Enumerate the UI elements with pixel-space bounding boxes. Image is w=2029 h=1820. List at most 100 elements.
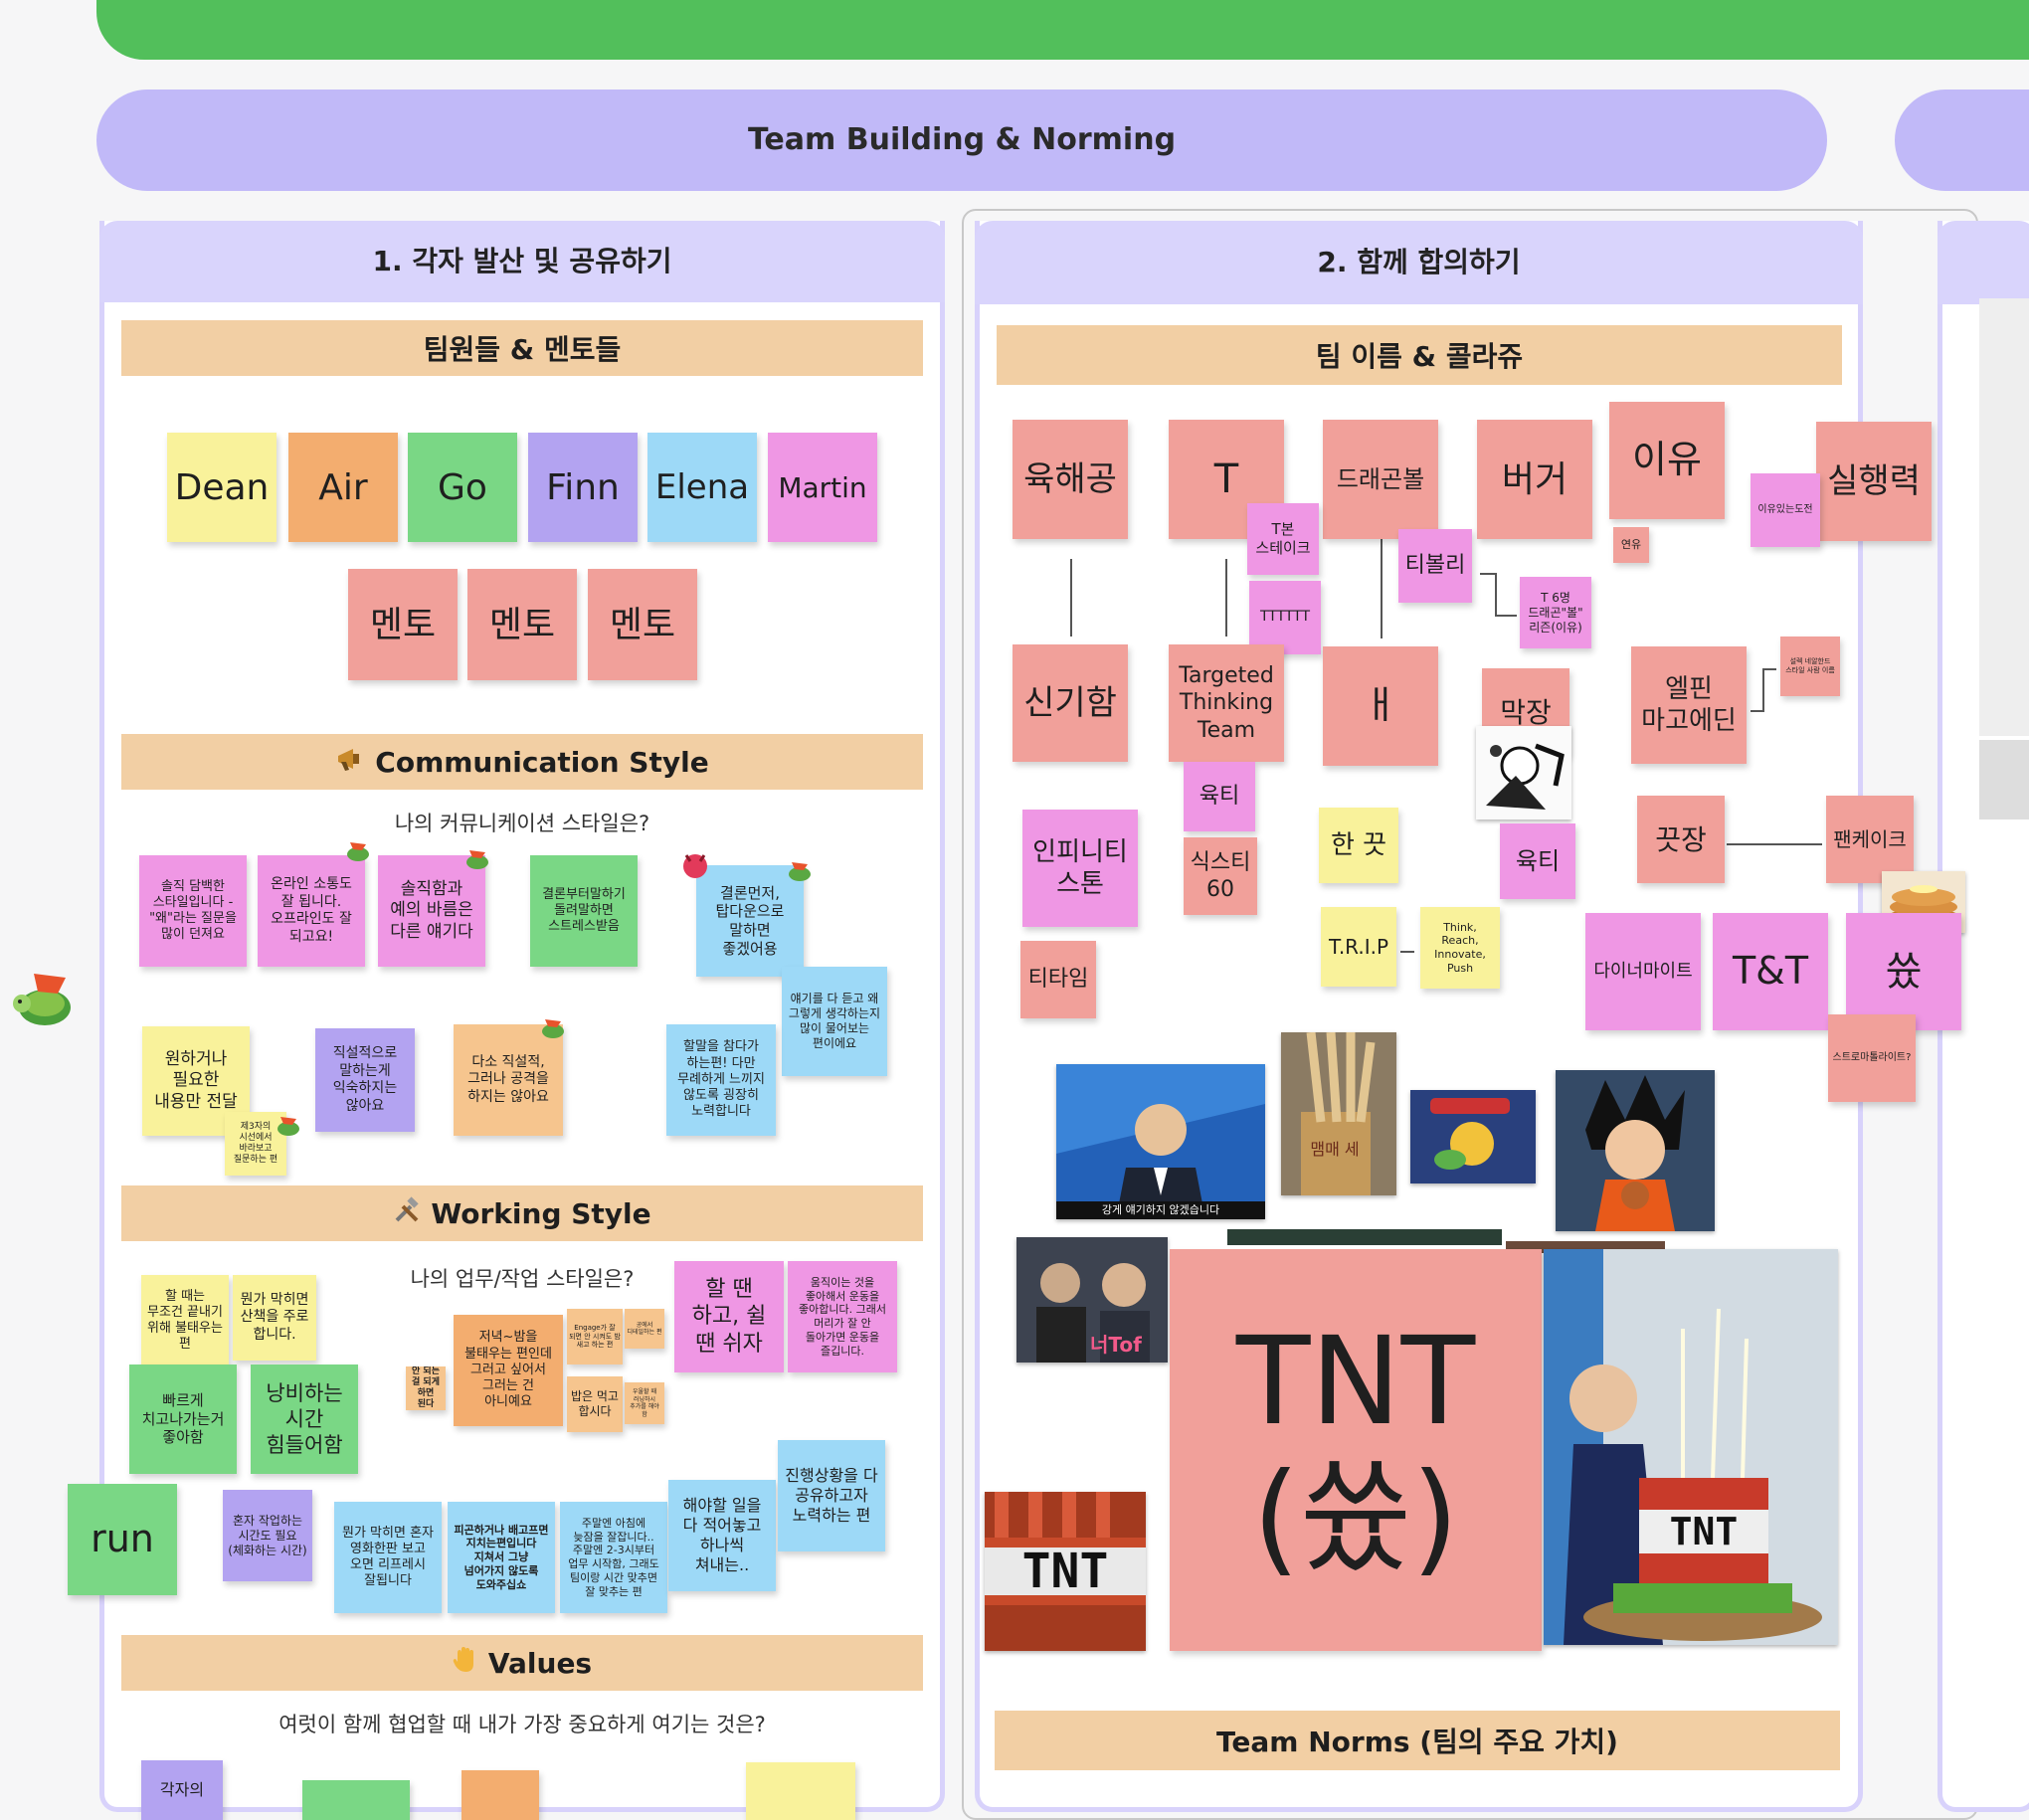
name-note-reason[interactable]: 이유 (1609, 402, 1725, 519)
connector-arrow (1400, 951, 1414, 953)
performer-caption: 너Tof (1090, 1333, 1142, 1357)
board-title-pill[interactable]: Team Building & Norming (96, 90, 1827, 191)
name-note-tbone[interactable]: T본 스테이크 (1247, 503, 1319, 575)
name-note-yukti2[interactable]: 육티 (1500, 823, 1575, 899)
comm-note-4[interactable]: 결론부터말하기 돌려말하면 스트레스받음 (530, 855, 638, 967)
name-note-hankkut[interactable]: 한 끗 (1319, 808, 1398, 883)
news-photo: 강게 얘기하지 않겠습니다 (1056, 1064, 1265, 1219)
member-note-go[interactable]: Go (408, 433, 517, 542)
values-note-4[interactable] (746, 1762, 855, 1820)
comm-note-5[interactable]: 결론먼저, 탑다운으로 말하면 좋겠어용 (696, 865, 804, 977)
work-note-8[interactable]: 피곤하거나 배고프면 지치는편입니다 지쳐서 그냥 넘어가지 않도록 도와주십쇼 (448, 1502, 555, 1613)
tools-icon (393, 1195, 421, 1231)
work-note-14[interactable]: 공에서 디테일하는 편 (625, 1309, 664, 1349)
goku-photo (1556, 1070, 1715, 1231)
name-note-tnt-and[interactable]: T&T (1713, 913, 1828, 1030)
hand-icon (453, 1646, 478, 1681)
work-note-19[interactable]: 움직이는 것을 좋아해서 운동을 좋아합니다. 그래서 머리가 잘 안 돌아가면… (788, 1261, 897, 1372)
work-note-4[interactable]: 낭비하는 시간 힘들어함 (251, 1365, 358, 1474)
values-band-label: Values (487, 1646, 593, 1680)
name-note-kkutjang[interactable]: 끗장 (1637, 796, 1725, 883)
values-band: Values (121, 1635, 923, 1691)
work-note-16[interactable]: 우울할 때 러닝하시 추가를 해야 함 (625, 1382, 664, 1424)
connector-arrow (1751, 710, 1764, 712)
name-note-trip-sub[interactable]: Think, Reach, Innovate, Push (1420, 907, 1500, 989)
comm-note-7[interactable]: 원하거나 필요한 내용만 전달 (142, 1026, 250, 1136)
communication-question: 나의 커뮤니케이션 스타일은? (394, 812, 650, 835)
work-note-10[interactable]: 해야할 일을 다 적어놓고 하나씩 쳐내는.. (668, 1480, 776, 1591)
work-note-18[interactable]: 할 땐 하고, 쉴 땐 쉬자 (674, 1261, 784, 1372)
name-note-yukhaegong[interactable]: 육해공 (1013, 420, 1128, 539)
news-caption: 강게 얘기하지 않겠습니다 (1101, 1203, 1220, 1216)
working-style-question: 나의 업무/작업 스타일은? (410, 1267, 635, 1291)
team-names-band: 팀 이름 & 콜라쥬 (997, 325, 1842, 385)
work-note-15[interactable]: 밥은 먹고 합시다 (567, 1376, 623, 1432)
work-note-6[interactable]: 혼자 작업하는 시간도 필요 (체화하는 시간) (223, 1490, 312, 1581)
comm-note-2[interactable]: 온라인 소통도 잘 됩니다. 오프라인도 잘 되고요! (258, 855, 365, 967)
work-note-12[interactable]: 저녁~밤을 불태우는 편인데 그러고 싶어서 그러는 건 아니예요 (454, 1315, 563, 1426)
comm-note-1[interactable]: 솔직 담백한 스타일입니다 - "왜"라는 질문을 많이 던져요 (139, 855, 247, 967)
values-note-3[interactable] (461, 1770, 539, 1820)
comm-note-8[interactable]: 제3자의 시선에서 바라보고 질문하는 편 (225, 1112, 286, 1176)
connector-arrow (1381, 537, 1383, 638)
name-note-sixty[interactable]: 식스티 60 (1184, 837, 1257, 915)
mentor-note-3[interactable]: 멘토 (588, 569, 697, 680)
connector-arrow (1762, 668, 1776, 670)
member-note-martin[interactable]: Martin (768, 433, 877, 542)
connector-arrow (1225, 559, 1227, 637)
name-note-action[interactable]: 실행력 (1816, 422, 1932, 541)
name-note-titime[interactable]: 티타임 (1020, 941, 1096, 1018)
work-note-3[interactable]: 빠르게 치고나가는거 좋아함 (129, 1365, 237, 1474)
board-title: Team Building & Norming (747, 122, 1177, 157)
name-note-yeonyu[interactable]: 연유 (1613, 527, 1649, 563)
member-note-dean[interactable]: Dean (167, 433, 277, 542)
turtle-sticker-icon (539, 1014, 567, 1040)
comm-note-3[interactable]: 솔직함과 예의 바름은 다른 얘기다 (378, 855, 485, 967)
name-note-dynamite[interactable]: 다이너마이트 (1585, 913, 1701, 1030)
name-note-strom[interactable]: 스트로마톨라이트? (1828, 1014, 1916, 1102)
name-note-tnt-big[interactable]: TNT (쓨) (1170, 1249, 1542, 1651)
work-note-2[interactable]: 뭔가 막히면 산책을 주로 합니다. (233, 1275, 316, 1361)
name-note-t6[interactable]: T 6명 드래곤"볼" 리즌(이유) (1520, 577, 1591, 648)
name-note-dragonball[interactable]: 드래곤볼 (1323, 420, 1438, 539)
comm-note-6[interactable]: 얘기를 다 듣고 왜 그렇게 생각하는지 많이 물어보는 편이에요 (782, 967, 887, 1076)
name-note-ttt[interactable]: Targeted Thinking Team (1169, 644, 1284, 762)
member-note-elena[interactable]: Elena (647, 433, 757, 542)
connector-arrow (1727, 843, 1822, 845)
name-note-pancake[interactable]: 팬케이크 (1826, 796, 1914, 883)
work-note-17[interactable]: 안 되는 걸 되게 하면 된다 (406, 1366, 446, 1410)
mentor-note-2[interactable]: 멘토 (467, 569, 577, 680)
name-note-tttttt[interactable]: TTTTTT (1249, 581, 1321, 654)
next-section-pill[interactable] (1895, 90, 2029, 191)
name-note-yukti[interactable]: 육티 (1184, 762, 1255, 831)
name-note-elpin[interactable]: 엘핀 마고에딘 (1631, 646, 1747, 764)
name-note-burger[interactable]: 버거 (1477, 420, 1592, 539)
tnt-block-photo: TNT (985, 1492, 1146, 1651)
name-note-trip[interactable]: T.R.I.P (1321, 907, 1396, 987)
comm-note-11[interactable]: 할말을 참다가 하는편! 다만 무례하게 느끼지 않도록 굉장히 노력합니다 (666, 1024, 776, 1136)
connector-arrow (1480, 573, 1496, 575)
values-note-1[interactable]: 각자의 (141, 1760, 223, 1820)
work-note-1[interactable]: 할 때는 무조건 끝내기 위해 불태우는 편 (141, 1275, 229, 1366)
work-note-13[interactable]: Engage가 잘 되면 안 시켜도 밤 새고 하는 편 (567, 1309, 623, 1365)
section2-title: 2. 함께 합의하기 (975, 221, 1863, 304)
name-note-ssot[interactable]: 쓨 (1846, 913, 1961, 1030)
work-note-9[interactable]: 주말엔 아침에 늦잠을 잘잡니다.. 주말엔 2-3시부터 업무 시작함, 그래… (560, 1502, 667, 1613)
name-note-infinity[interactable]: 인피니티 스톤 (1022, 810, 1138, 927)
work-note-7[interactable]: 뭔가 막히면 혼자 영화한판 보고 오면 리프레시 잘됩니다 (334, 1502, 442, 1613)
name-note-reason-small[interactable]: 이유있는도전 (1751, 473, 1820, 547)
tnt-big-line-1: TNT (1235, 1311, 1476, 1453)
comm-note-9[interactable]: 직설적으로 말하는게 익숙하지는 않아요 (315, 1028, 415, 1132)
mentor-note-1[interactable]: 멘토 (348, 569, 458, 680)
work-note-run[interactable]: run (68, 1484, 177, 1595)
comm-note-10[interactable]: 다소 직설적, 그러나 공격을 하지는 않아요 (454, 1024, 563, 1136)
member-note-finn[interactable]: Finn (528, 433, 638, 542)
members-band: 팀원들 & 멘토들 (121, 320, 923, 376)
name-note-elpin-small[interactable]: 설렉 네알한드 스타일 사람 이름 (1780, 637, 1840, 696)
name-note-singiham[interactable]: 신기함 (1013, 644, 1128, 762)
values-note-2[interactable] (302, 1780, 410, 1820)
name-note-hangul[interactable]: ㅐ (1323, 646, 1438, 766)
work-note-11[interactable]: 진행상황을 다 공유하고자 노력하는 편 (778, 1440, 885, 1551)
name-note-tibolli[interactable]: 티볼리 (1398, 529, 1472, 603)
member-note-air[interactable]: Air (288, 433, 398, 542)
